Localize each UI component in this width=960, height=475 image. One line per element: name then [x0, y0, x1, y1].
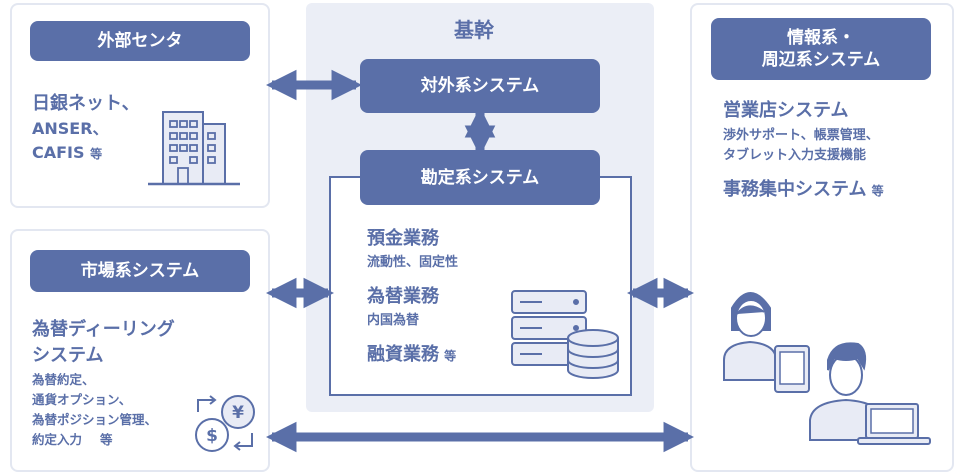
external-center-line3-main: CAFIS	[32, 143, 85, 162]
branch-system-detail: 渉外サポート、帳票管理、 タブレット入力支援機能	[723, 128, 879, 163]
office-system: 事務集中システム 等	[723, 178, 884, 202]
deposit-business: 預金業務	[367, 228, 439, 249]
info-peripheral-title: 情報系・ 周辺系システム	[711, 18, 931, 80]
core-title: 基幹	[454, 18, 494, 42]
branch-system: 営業店システム	[723, 100, 849, 121]
external-center-line3-suffix: 等	[90, 147, 103, 161]
users-devices-icon	[723, 292, 931, 445]
external-center-line2: ANSER、	[32, 119, 109, 138]
office-system-name: 事務集中システム	[723, 179, 867, 200]
market-system-details: 為替約定、 通貨オプション、 為替ポジション管理、 約定入力	[32, 372, 158, 447]
server-database-icon	[511, 290, 619, 379]
office-system-suffix: 等	[871, 184, 884, 198]
info-peripheral-panel	[690, 3, 954, 472]
market-system-details-suffix: 等	[100, 432, 113, 447]
exchange-business: 為替業務	[367, 286, 439, 307]
loan-business: 融資業務 等	[367, 343, 456, 367]
market-system-title: 市場系システム	[30, 250, 250, 292]
external-center-title: 外部センタ	[30, 21, 250, 61]
external-center-line1: 日銀ネット、	[32, 93, 140, 114]
currency-exchange-icon: ¥ $	[195, 395, 255, 452]
deposit-business-detail: 流動性、固定性	[367, 255, 459, 270]
svg-text:¥: ¥	[232, 403, 244, 423]
office-building-icon	[148, 111, 240, 186]
market-system-heading: 為替ディーリング システム	[32, 319, 175, 366]
svg-text:$: $	[206, 426, 218, 446]
external-system-box: 対外系システム	[360, 59, 600, 113]
loan-business-name: 融資業務	[367, 344, 439, 365]
external-center-line3: CAFIS 等	[32, 142, 102, 165]
exchange-business-detail: 内国為替	[367, 313, 420, 328]
accounting-system-title: 勘定系システム	[360, 150, 600, 205]
loan-business-suffix: 等	[444, 349, 457, 363]
